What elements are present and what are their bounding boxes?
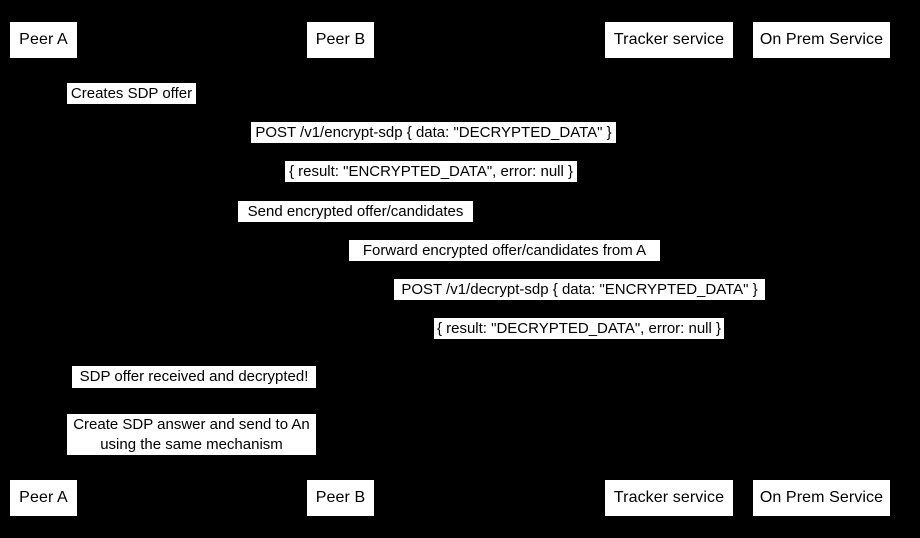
actor-header-tracker-service-label: Tracker service	[613, 31, 725, 48]
actor-footer-peer-b[interactable]: Peer B	[307, 480, 374, 516]
actor-header-tracker-service[interactable]: Tracker service	[605, 22, 733, 58]
arrow-decrypt-sdp-result	[340, 345, 821, 346]
actor-footer-peer-a-label: Peer A	[19, 489, 68, 506]
actor-header-peer-a-label: Peer A	[19, 31, 68, 48]
lifeline-peer-b	[340, 58, 341, 480]
actor-footer-tracker-service-label: Tracker service	[613, 489, 725, 506]
actor-header-peer-b[interactable]: Peer B	[307, 22, 374, 58]
actor-footer-tracker-service[interactable]: Tracker service	[605, 480, 733, 516]
arrow-post-encrypt-sdp	[43, 149, 821, 150]
arrow-send-encrypted-offer	[43, 228, 669, 229]
message-label-forward-encrypted-offer[interactable]: Forward encrypted offer/candidates from …	[349, 240, 660, 261]
actor-header-peer-b-label: Peer B	[315, 31, 366, 48]
message-label-decrypt-sdp-result[interactable]: { result: "DECRYPTED_DATA", error: null …	[434, 318, 724, 339]
message-label-send-encrypted-offer[interactable]: Send encrypted offer/candidates	[238, 201, 473, 222]
lifeline-tracker-service	[669, 58, 670, 480]
actor-header-on-prem-service-label: On Prem Service	[759, 31, 884, 48]
arrow-encrypt-sdp-result	[43, 188, 821, 189]
actor-footer-on-prem-service-label: On Prem Service	[759, 489, 884, 506]
actor-footer-on-prem-service[interactable]: On Prem Service	[753, 480, 890, 516]
arrow-post-decrypt-sdp	[340, 306, 821, 307]
note-sdp-offer-received[interactable]: SDP offer received and decrypted!	[72, 366, 316, 388]
message-label-creates-sdp-offer[interactable]: Creates SDP offer	[67, 83, 196, 104]
lifeline-on-prem-service	[821, 58, 822, 480]
lifeline-peer-a	[43, 58, 44, 480]
actor-footer-peer-a[interactable]: Peer A	[10, 480, 77, 516]
actor-header-peer-a[interactable]: Peer A	[10, 22, 77, 58]
actor-footer-peer-b-label: Peer B	[315, 489, 366, 506]
actor-header-on-prem-service[interactable]: On Prem Service	[753, 22, 890, 58]
message-label-post-decrypt-sdp[interactable]: POST /v1/decrypt-sdp { data: "ENCRYPTED_…	[394, 279, 765, 300]
message-label-encrypt-sdp-result[interactable]: { result: "ENCRYPTED_DATA", error: null …	[285, 161, 577, 182]
arrow-forward-encrypted-offer	[340, 267, 669, 268]
note-create-sdp-answer-line-2: using the same mechanism	[100, 436, 283, 453]
note-create-sdp-answer[interactable]: Create SDP answer and send to An using t…	[67, 414, 316, 455]
message-label-post-encrypt-sdp[interactable]: POST /v1/encrypt-sdp { data: "DECRYPTED_…	[251, 122, 616, 143]
note-create-sdp-answer-line-1: Create SDP answer and send to An	[73, 416, 310, 433]
